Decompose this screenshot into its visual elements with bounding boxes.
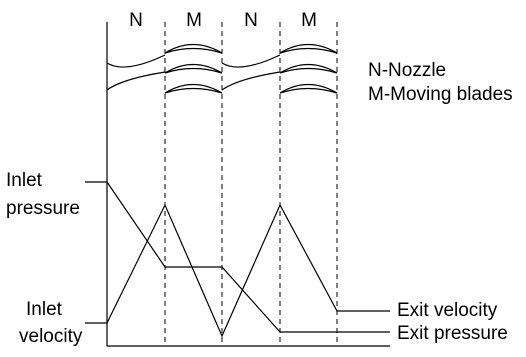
legend-moving-blades: M-Moving blades bbox=[368, 84, 513, 105]
legend-nozzle: N-Nozzle bbox=[368, 60, 446, 81]
inlet-velocity-label-line2: velocity bbox=[19, 326, 83, 347]
stage-label-2: M bbox=[186, 10, 202, 31]
inlet-pressure-label-line1: Inlet bbox=[6, 170, 43, 191]
nozzle-profiles bbox=[106, 54, 281, 91]
stage-label-1: N bbox=[129, 10, 143, 31]
nozzle-profile-2a bbox=[221, 54, 281, 68]
inlet-pressure-label-line2: pressure bbox=[6, 198, 80, 219]
pressure-curve bbox=[106, 181, 390, 333]
moving-blades-1 bbox=[164, 43, 223, 94]
exit-velocity-label: Exit velocity bbox=[397, 300, 498, 321]
inlet-velocity-label-line1: Inlet bbox=[26, 299, 63, 320]
stage-label-3: N bbox=[244, 10, 258, 31]
nozzle-profile-1a bbox=[106, 54, 166, 68]
velocity-curve bbox=[106, 203, 390, 338]
moving-blades-2 bbox=[279, 43, 338, 94]
nozzle-profile-2b bbox=[221, 71, 281, 91]
nozzle-profile-1b bbox=[106, 71, 166, 91]
exit-pressure-label: Exit pressure bbox=[397, 323, 508, 344]
stage-label-4: M bbox=[301, 10, 317, 31]
